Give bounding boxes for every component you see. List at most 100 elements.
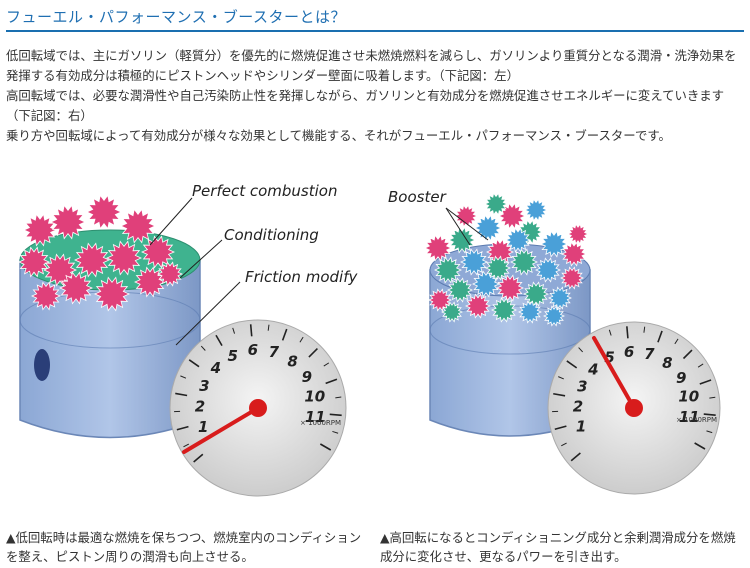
- tach-tick: [699, 379, 712, 385]
- tach-number: 10: [678, 388, 699, 406]
- particle-star: [434, 256, 462, 284]
- intro-text: 低回転域では、主にガソリン（軽質分）を優先的に燃焼促進させ未燃焼燃料を減らし、ガ…: [6, 46, 746, 146]
- tach-unit-label: × 1000RPM: [676, 416, 717, 424]
- tach-tick: [578, 347, 584, 353]
- tach-number: 5: [604, 349, 614, 367]
- particle-star: [524, 198, 548, 222]
- tach-tick: [200, 345, 206, 351]
- tach-number: 8: [662, 354, 672, 372]
- particle-star: [485, 255, 511, 281]
- tach-number: 7: [644, 345, 655, 363]
- tach-number: 10: [304, 387, 325, 405]
- tach-number: 4: [210, 359, 221, 377]
- particle-star: [523, 281, 549, 307]
- particle-star: [31, 281, 61, 311]
- particle-star: [535, 257, 561, 283]
- particle-star: [424, 234, 452, 262]
- tach-number: 3: [199, 377, 209, 395]
- tach-tick: [175, 392, 188, 397]
- particle-star: [484, 192, 508, 216]
- tach-number: 9: [302, 368, 312, 386]
- label-booster: Booster: [388, 188, 446, 206]
- tach-tick: [608, 329, 612, 336]
- particle-star: [460, 248, 488, 276]
- particle-star: [428, 288, 452, 312]
- particle-star: [106, 240, 142, 276]
- tach-tick: [706, 430, 713, 434]
- particle-star: [447, 277, 473, 303]
- particle-star: [510, 248, 538, 276]
- tach-tick: [694, 442, 706, 450]
- piston-pin-hole: [34, 349, 50, 381]
- tach-tick: [657, 330, 663, 343]
- particle-star: [498, 202, 526, 230]
- tach-tick: [697, 363, 704, 368]
- tach-tick: [553, 392, 566, 397]
- tach-needle: [182, 406, 260, 454]
- particle-star: [86, 194, 122, 230]
- tach-tick: [335, 396, 342, 399]
- tach-tick: [299, 336, 304, 343]
- tach-tick: [325, 378, 338, 385]
- particle-star: [134, 266, 166, 298]
- particle-star: [540, 230, 568, 258]
- caption-high-rpm: ▲高回転になるとコンディショニング成分と余剰潤滑成分を燃焼成分に変化させ、更なる…: [380, 530, 736, 564]
- particle-star: [448, 226, 476, 254]
- tach-tick: [183, 443, 190, 448]
- label-friction-modify: Friction modify: [245, 268, 358, 286]
- tach-needle-hub: [625, 399, 643, 417]
- tach-tick: [626, 326, 629, 339]
- tach-number: 2: [195, 397, 205, 415]
- tach-tick: [267, 324, 270, 331]
- tach-tick: [329, 413, 342, 417]
- particle-star: [50, 204, 86, 240]
- tach-number: 8: [287, 353, 297, 371]
- particle-star: [74, 242, 110, 278]
- particle-star: [18, 246, 50, 278]
- particle-star: [157, 261, 183, 287]
- tach-needle: [592, 336, 636, 410]
- particle-star: [465, 293, 491, 319]
- tach-tick: [323, 362, 330, 367]
- tach-tick: [558, 376, 564, 380]
- intro-paragraph-summary: 乗り方や回転域によって有効成分が様々な効果として機能する、それがフューエル・パフ…: [6, 128, 671, 143]
- tach-tick: [232, 327, 236, 334]
- tach-tick: [176, 425, 189, 431]
- tach-tick: [643, 326, 646, 333]
- particle-star: [518, 300, 542, 324]
- tach-unit-label: × 1000RPM: [300, 419, 341, 427]
- tach-tick: [554, 425, 567, 430]
- tach-number: 1: [576, 417, 586, 435]
- tach-number: 6: [248, 341, 258, 359]
- tach-tick: [180, 375, 187, 379]
- particle-star: [441, 301, 463, 323]
- tach-tick: [709, 396, 716, 399]
- tach-tick: [570, 452, 581, 462]
- page-title: フューエル・パフォーマンス・ブースターとは？: [6, 8, 346, 26]
- tach-number: 7: [269, 343, 280, 361]
- tach-number: 6: [624, 343, 634, 361]
- tach-number: 11: [305, 408, 326, 426]
- particle-star: [59, 271, 93, 305]
- tach-tick: [674, 338, 679, 345]
- particle-star: [543, 305, 565, 327]
- tach-number: 5: [227, 347, 237, 365]
- particle-star: [120, 208, 156, 244]
- tach-tick: [215, 334, 223, 347]
- tach-number: 9: [676, 369, 686, 387]
- tach-tick: [308, 348, 318, 358]
- intro-paragraph-high-rpm: 高回転域では、必要な潤滑性や自己汚染防止性を発揮しながら、ガソリンと有効成分を燃…: [6, 88, 725, 123]
- tach-number: 2: [573, 397, 583, 415]
- particle-star: [560, 266, 584, 290]
- tach-number: 4: [587, 361, 598, 379]
- label-leader-lines: [149, 197, 241, 346]
- caption-low-rpm: ▲低回転時は最適な燃焼を保ちつつ、燃焼室内のコンディションを整え、ピストン周りの…: [6, 530, 362, 564]
- label-perfect-combustion: Perfect combustion: [192, 182, 338, 200]
- particle-star: [496, 274, 524, 302]
- tach-needle-hub: [249, 399, 267, 417]
